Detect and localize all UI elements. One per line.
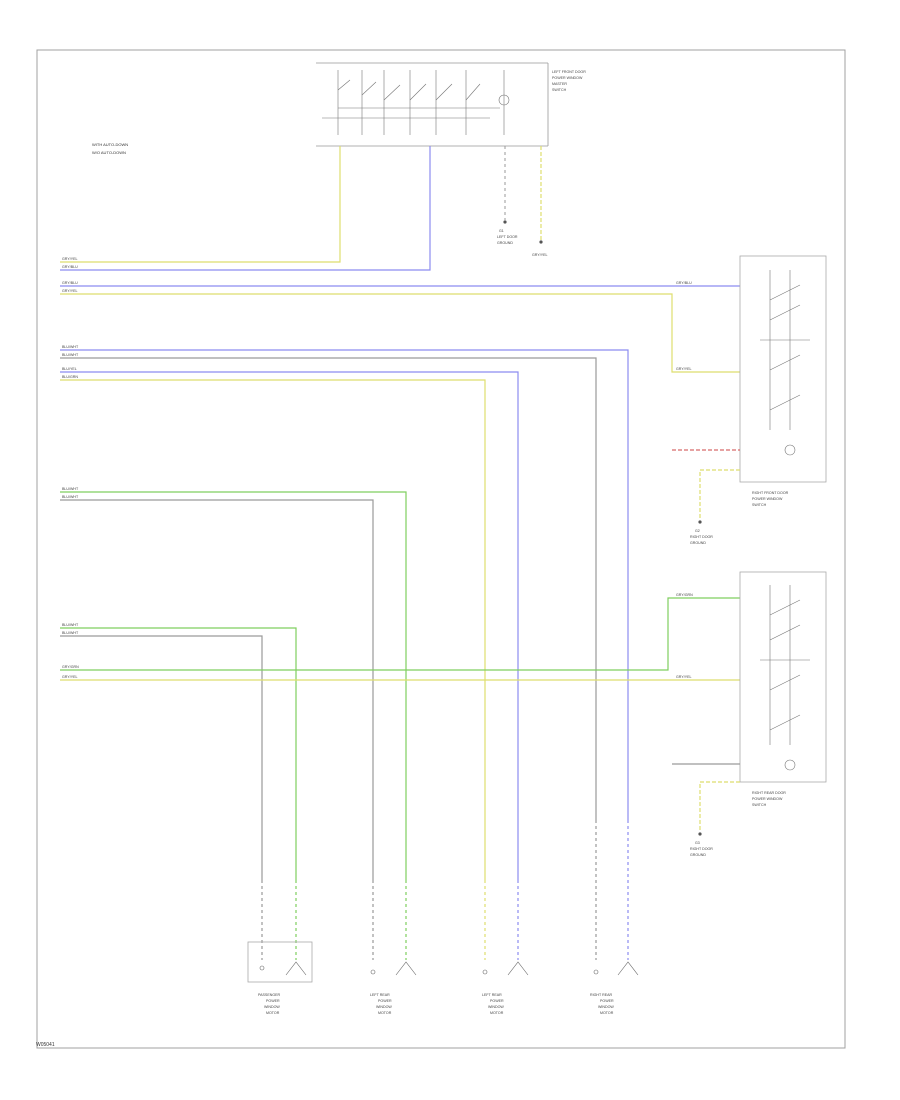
svg-text:BLU/YEL: BLU/YEL [62,367,77,371]
svg-text:POWER: POWER [490,999,504,1003]
motor-1: PASSENGER POWER WINDOW MOTOR [247,941,313,1015]
svg-text:LEFT DOOR: LEFT DOOR [497,235,518,239]
left-master-switch: LEFT FRONT DOOR POWER WINDOW MASTER SWIT… [316,62,586,147]
wire-grn-1 [60,491,407,880]
ground-g3: G3 RIGHT DOOR GROUND [690,832,713,857]
svg-text:MASTER: MASTER [552,82,567,86]
svg-text:MOTOR: MOTOR [600,1011,614,1015]
svg-text:MOTOR: MOTOR [266,1011,280,1015]
svg-text:SWITCH: SWITCH [752,503,767,507]
wire-label: GRY/YEL [532,253,548,257]
svg-text:GRY/GRN: GRY/GRN [62,665,79,669]
svg-text:POWER WINDOW: POWER WINDOW [752,497,783,501]
svg-text:POWER: POWER [266,999,280,1003]
right-front-door-switch: RIGHT FRONT DOOR POWER WINDOW SWITCH [739,255,827,507]
svg-text:GRY/YEL: GRY/YEL [676,367,692,371]
svg-text:BLU/WHT: BLU/WHT [62,353,79,357]
svg-text:GRY/YEL: GRY/YEL [62,675,78,679]
note-1: WITH AUTO-DOWN [92,142,128,147]
ground-g1: G1 LEFT DOOR GROUND [497,146,518,245]
svg-text:GRY/YEL: GRY/YEL [62,289,78,293]
svg-text:BLU/GRN: BLU/GRN [62,375,78,379]
wire-gry-yel-1 [60,146,341,263]
svg-text:BLU/WHT: BLU/WHT [62,487,79,491]
svg-text:POWER: POWER [378,999,392,1003]
svg-text:RIGHT FRONT DOOR: RIGHT FRONT DOOR [752,491,789,495]
svg-text:GROUND: GROUND [497,241,513,245]
right-rear-door-switch: RIGHT REAR DOOR POWER WINDOW SWITCH [739,571,827,807]
svg-text:GRY/BLU: GRY/BLU [62,265,78,269]
svg-text:RIGHT REAR: RIGHT REAR [590,993,613,997]
svg-text:G2: G2 [695,529,700,533]
svg-text:RIGHT REAR DOOR: RIGHT REAR DOOR [752,791,786,795]
svg-text:GROUND: GROUND [690,541,706,545]
svg-text:RIGHT DOOR: RIGHT DOOR [690,847,713,851]
splice-dot [539,240,543,244]
svg-text:GROUND: GROUND [690,853,706,857]
svg-text:BLU/WHT: BLU/WHT [62,495,79,499]
svg-text:SWITCH: SWITCH [552,88,567,92]
svg-text:WINDOW: WINDOW [264,1005,280,1009]
svg-text:WINDOW: WINDOW [376,1005,392,1009]
wire-yel-1 [60,379,486,880]
motor-3: LEFT REAR POWER WINDOW MOTOR [482,961,529,1015]
svg-text:GRY/GRN: GRY/GRN [676,593,693,597]
svg-text:POWER WINDOW: POWER WINDOW [752,797,783,801]
svg-text:MOTOR: MOTOR [490,1011,504,1015]
svg-text:G3: G3 [695,841,700,845]
svg-text:BLU/WHT: BLU/WHT [62,631,79,635]
svg-text:LEFT FRONT DOOR: LEFT FRONT DOOR [552,70,586,74]
svg-text:WINDOW: WINDOW [488,1005,504,1009]
svg-text:WINDOW: WINDOW [598,1005,614,1009]
wire-grn-3 [60,597,740,671]
svg-text:MOTOR: MOTOR [378,1011,392,1015]
wire-grn-2 [60,627,297,880]
svg-text:BLU/WHT: BLU/WHT [62,623,79,627]
svg-text:GRY/YEL: GRY/YEL [62,257,78,261]
wire-gry-yel-2 [60,293,740,373]
wire-gray-3 [60,635,263,880]
note-2: W/O AUTO-DOWN [92,150,126,155]
wire-gray-1 [60,357,597,820]
svg-text:GRY/BLU: GRY/BLU [676,281,692,285]
diagram-frame [36,49,846,1049]
ground-g2: G2 RIGHT DOOR GROUND [690,520,713,545]
wire-ground-drop-g3 [699,781,740,832]
svg-text:LEFT REAR: LEFT REAR [370,993,390,997]
svg-text:GRY/YEL: GRY/YEL [676,675,692,679]
wire-blu-2 [60,371,519,880]
motor-2: LEFT REAR POWER WINDOW MOTOR [370,961,417,1015]
wire-blu-1 [60,349,629,820]
wire-gray-2 [60,499,374,880]
wire-gry-blu-1 [60,146,431,271]
svg-text:GRY/BLU: GRY/BLU [62,281,78,285]
svg-text:BLU/WHT: BLU/WHT [62,345,79,349]
svg-text:RIGHT DOOR: RIGHT DOOR [690,535,713,539]
wire-ground-drop-g2 [699,469,740,520]
svg-text:POWER WINDOW: POWER WINDOW [552,76,583,80]
svg-text:PASSENGER: PASSENGER [258,993,281,997]
diagram-code: W05041 [36,1042,55,1048]
motor-4: RIGHT REAR POWER WINDOW MOTOR [590,961,639,1015]
svg-text:SWITCH: SWITCH [752,803,767,807]
motor-drop-wires [261,820,629,960]
svg-text:G1: G1 [499,229,504,233]
svg-text:POWER: POWER [600,999,614,1003]
svg-text:LEFT REAR: LEFT REAR [482,993,502,997]
